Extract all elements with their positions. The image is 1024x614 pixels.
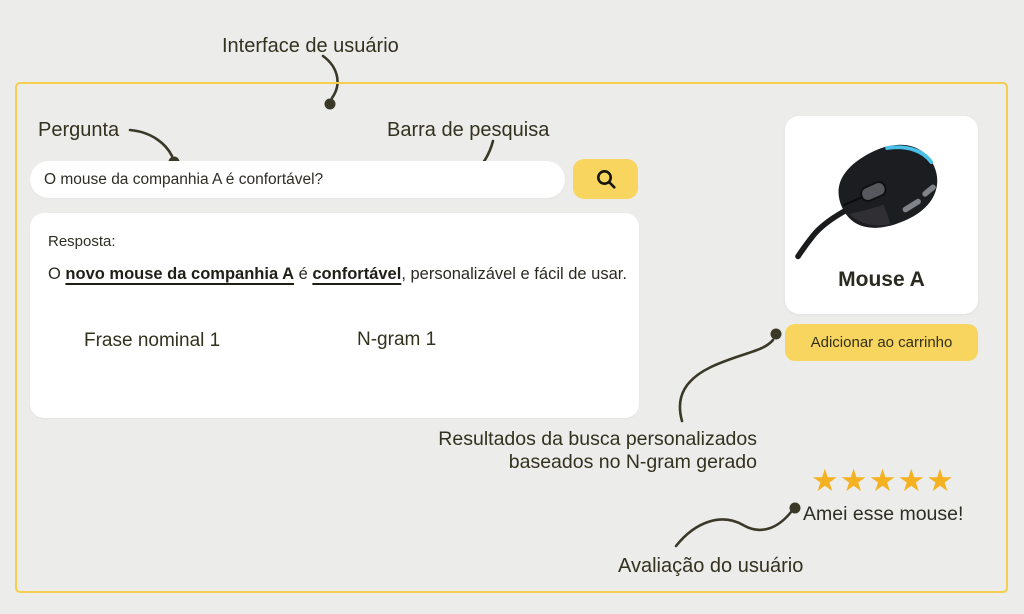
ngram-highlight: confortável [312, 265, 402, 283]
answer-text: O novo mouse da companhia A é confortáve… [48, 265, 627, 284]
mouse-scroll-wheel [859, 181, 887, 202]
answer-suffix: , personalizável e fácil de usar. [401, 265, 627, 283]
product-name: Mouse A [838, 268, 925, 291]
answer-connector: é [294, 265, 313, 283]
mouse-side-button [902, 198, 921, 213]
ngram-annotation: N-gram 1 [357, 329, 437, 350]
interface-annotation: Interface de usuário [222, 35, 399, 57]
results-annotation-line2: baseados no N-gram gerado [508, 451, 757, 473]
review-annotation: Avaliação do usuário [618, 555, 804, 577]
results-annotation-line1: Resultados da busca personalizados [438, 428, 757, 450]
review-comment: Amei esse mouse! [803, 503, 964, 525]
search-bar-annotation: Barra de pesquisa [387, 119, 550, 141]
search-query-text: O mouse da companhia A é confortável? [44, 171, 324, 188]
search-input[interactable]: O mouse da companhia A é confortável? [30, 161, 565, 198]
results-annotation: Resultados da busca personalizados basea… [417, 428, 757, 474]
product-card[interactable]: Mouse A [785, 116, 978, 314]
mouse-side-button [921, 184, 936, 197]
mouse-led-stripe [884, 145, 933, 165]
answer-prefix: O [48, 265, 66, 283]
star-rating: ★★★★★ [811, 463, 955, 498]
search-button[interactable] [573, 159, 638, 199]
noun-phrase-highlight: novo mouse da companhia A [65, 265, 295, 283]
search-icon [596, 170, 616, 189]
mouse-cable [794, 208, 847, 260]
response-box: Resposta: O novo mouse da companhia A é … [30, 213, 639, 418]
product-image [794, 144, 937, 260]
noun-phrase-annotation: Frase nominal 1 [84, 330, 221, 351]
response-title: Resposta: [48, 233, 116, 250]
question-annotation: Pergunta [38, 119, 120, 141]
mouse-side-grip [848, 204, 890, 226]
ui-frame [15, 82, 1008, 593]
add-to-cart-button[interactable]: Adicionar ao carrinho [785, 324, 978, 361]
